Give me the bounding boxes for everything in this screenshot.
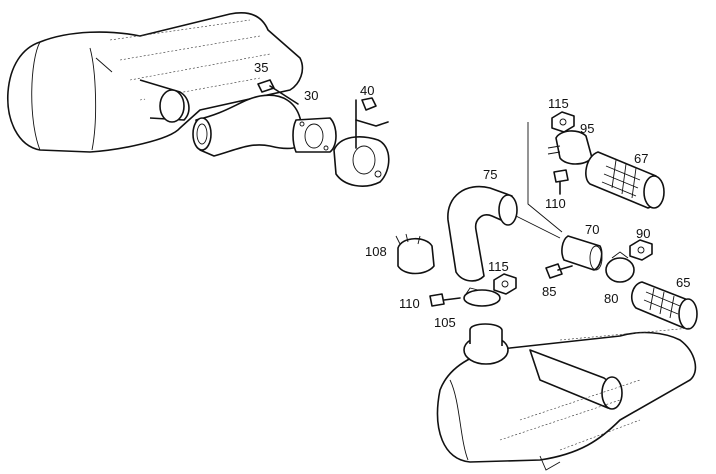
part-65-tailpipe	[630, 281, 698, 330]
callout-85: 85	[542, 284, 556, 299]
part-115-nut-middle	[493, 273, 517, 295]
part-110-bolt-lower	[429, 293, 461, 307]
part-110-bolt-upper	[553, 169, 569, 195]
rear-muffler	[436, 323, 697, 471]
part-35-bolt	[257, 79, 299, 105]
callout-75: 75	[483, 167, 497, 182]
callout-40: 40	[360, 83, 374, 98]
part-115-nut-top	[551, 111, 575, 133]
part-85-bolt	[545, 263, 573, 279]
part-90-nut	[629, 239, 653, 261]
callout-35: 35	[254, 60, 268, 75]
callout-110-upper: 110	[545, 196, 566, 211]
callout-30: 30	[304, 88, 318, 103]
part-80-clamp	[605, 251, 635, 283]
part-108-clamp	[395, 233, 435, 275]
part-105-clamp	[463, 287, 501, 307]
callout-70: 70	[585, 222, 599, 237]
part-67-tailpipe	[585, 151, 665, 209]
callout-115-middle: 115	[488, 259, 509, 274]
callout-95: 95	[580, 121, 594, 136]
part-40-flange-bracket	[333, 97, 390, 187]
part-30-pipe	[192, 94, 337, 157]
callout-115-top: 115	[548, 96, 569, 111]
front-muffler	[7, 12, 304, 153]
callout-labels: 35 30 40 115 95 67 75 110 70 90 108 115 …	[254, 60, 690, 330]
callout-80: 80	[604, 291, 618, 306]
callout-108: 108	[365, 244, 387, 259]
part-75-bend-pipe	[447, 185, 561, 282]
callout-105: 105	[434, 315, 456, 330]
part-70-sleeve	[561, 235, 603, 271]
assembly-line	[527, 122, 563, 233]
callout-65: 65	[676, 275, 690, 290]
callout-90: 90	[636, 226, 650, 241]
callout-110-lower: 110	[399, 296, 420, 311]
callout-67: 67	[634, 151, 648, 166]
